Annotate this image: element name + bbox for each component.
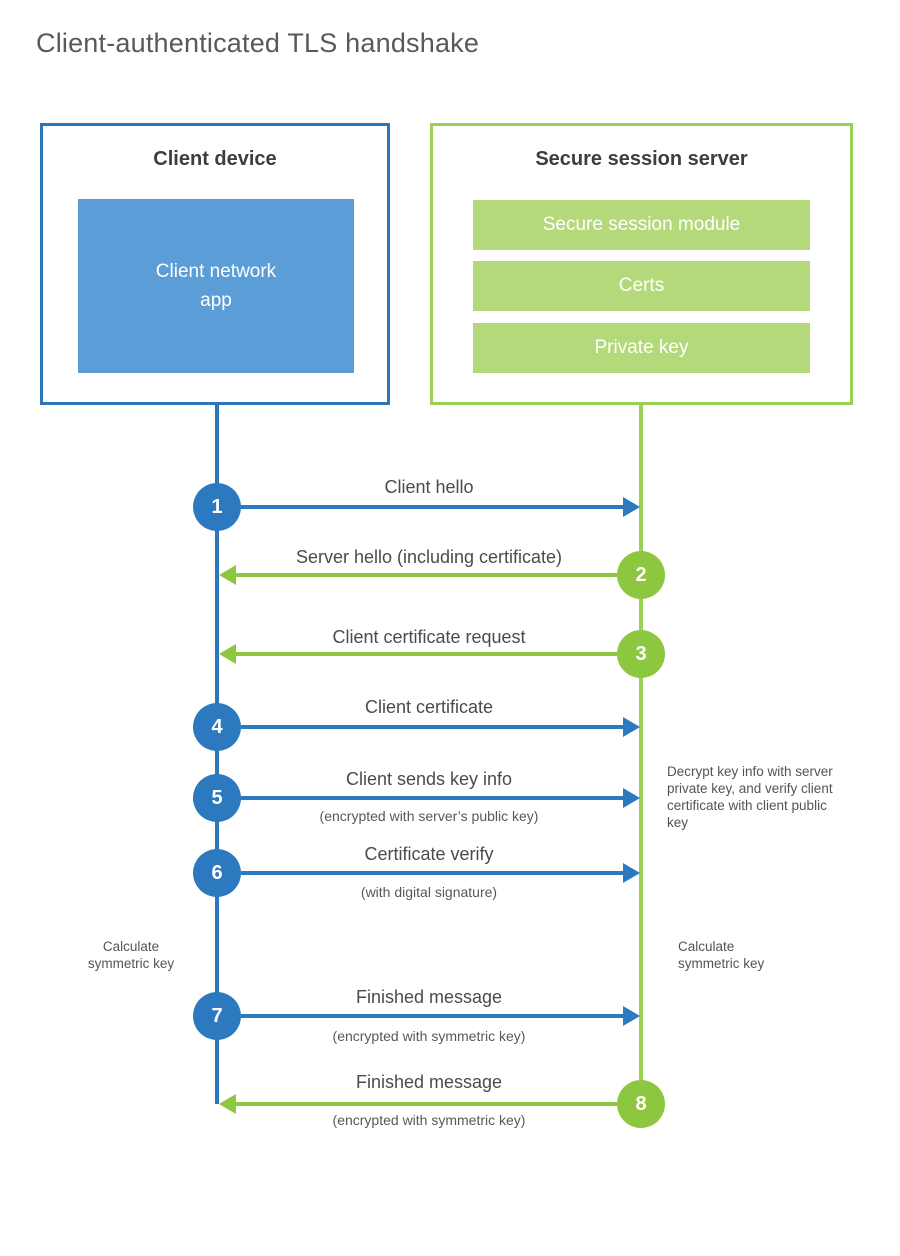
message-label-4: Client certificate [364, 697, 494, 717]
calculate-symmetric-key-note-right: Calculate symmetric key [678, 939, 765, 971]
secure-session-server-title: Secure session server [535, 148, 748, 170]
message-arrow-8 [219, 1094, 617, 1114]
message-arrow-4 [241, 717, 640, 737]
message-label-8: Finished message [355, 1072, 503, 1092]
server-module-certs: Certs [473, 261, 810, 311]
step-circle-6: 6 [193, 849, 241, 897]
message-arrow-2 [219, 565, 617, 585]
arrowhead-left-icon [219, 1094, 236, 1114]
message-sub-8: (encrypted with symmetric key) [332, 1112, 526, 1128]
client-lifeline [215, 405, 219, 1104]
message-arrow-1 [241, 497, 640, 517]
step-circle-1: 1 [193, 483, 241, 531]
message-sub-7: (encrypted with symmetric key) [332, 1028, 526, 1044]
message-label-3: Client certificate request [332, 627, 526, 647]
step-circle-3: 3 [617, 630, 665, 678]
message-label-2: Server hello (including certificate) [295, 547, 563, 567]
message-sub-6: (with digital signature) [360, 884, 498, 900]
step-circle-4: 4 [193, 703, 241, 751]
message-arrow-6 [241, 863, 640, 883]
step-circle-7: 7 [193, 992, 241, 1040]
message-label-5: Client sends key info [345, 769, 513, 789]
decrypt-note: Decrypt key info with server private key… [667, 764, 833, 830]
message-label-1: Client hello [384, 477, 474, 497]
message-arrow-3 [219, 644, 617, 664]
message-label-7: Finished message [355, 987, 503, 1007]
server-module-secure-session-module: Secure session module [473, 200, 810, 250]
client-network-app-label: Client network app [155, 260, 277, 311]
step-circle-5: 5 [193, 774, 241, 822]
arrowhead-right-icon [623, 497, 640, 517]
step-circle-2: 2 [617, 551, 665, 599]
message-sub-5: (encrypted with server’s public key) [319, 808, 539, 824]
client-device-title: Client device [153, 148, 277, 170]
client-network-app-box: Client network app [78, 199, 354, 373]
server-module-private-key: Private key [473, 323, 810, 373]
arrowhead-right-icon [623, 863, 640, 883]
server-lifeline [639, 405, 643, 1104]
page-title: Client-authenticated TLS handshake [36, 28, 480, 58]
arrowhead-right-icon [623, 717, 640, 737]
arrowhead-right-icon [623, 1006, 640, 1026]
message-arrow-7 [241, 1006, 640, 1026]
arrowhead-left-icon [219, 565, 236, 585]
message-arrow-5 [241, 788, 640, 808]
calculate-symmetric-key-note-left: Calculate symmetric key [87, 939, 175, 971]
step-circle-8: 8 [617, 1080, 665, 1128]
message-label-6: Certificate verify [364, 844, 494, 864]
arrowhead-right-icon [623, 788, 640, 808]
arrowhead-left-icon [219, 644, 236, 664]
